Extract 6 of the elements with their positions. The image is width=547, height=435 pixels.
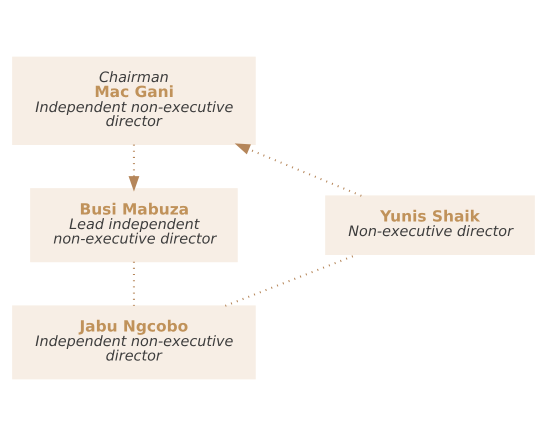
arrow	[234, 142, 362, 196]
arrow	[128, 144, 140, 192]
node-box: Yunis Shaik Non-executive director	[325, 194, 535, 254]
node-box: Busi Mabuza Lead independent non-executive director	[30, 188, 238, 262]
node-box: Chairman Mac Gani Independent non-executive director	[12, 56, 256, 144]
node-box: Jabu Ngcobo Independent non-executive director	[12, 304, 256, 379]
